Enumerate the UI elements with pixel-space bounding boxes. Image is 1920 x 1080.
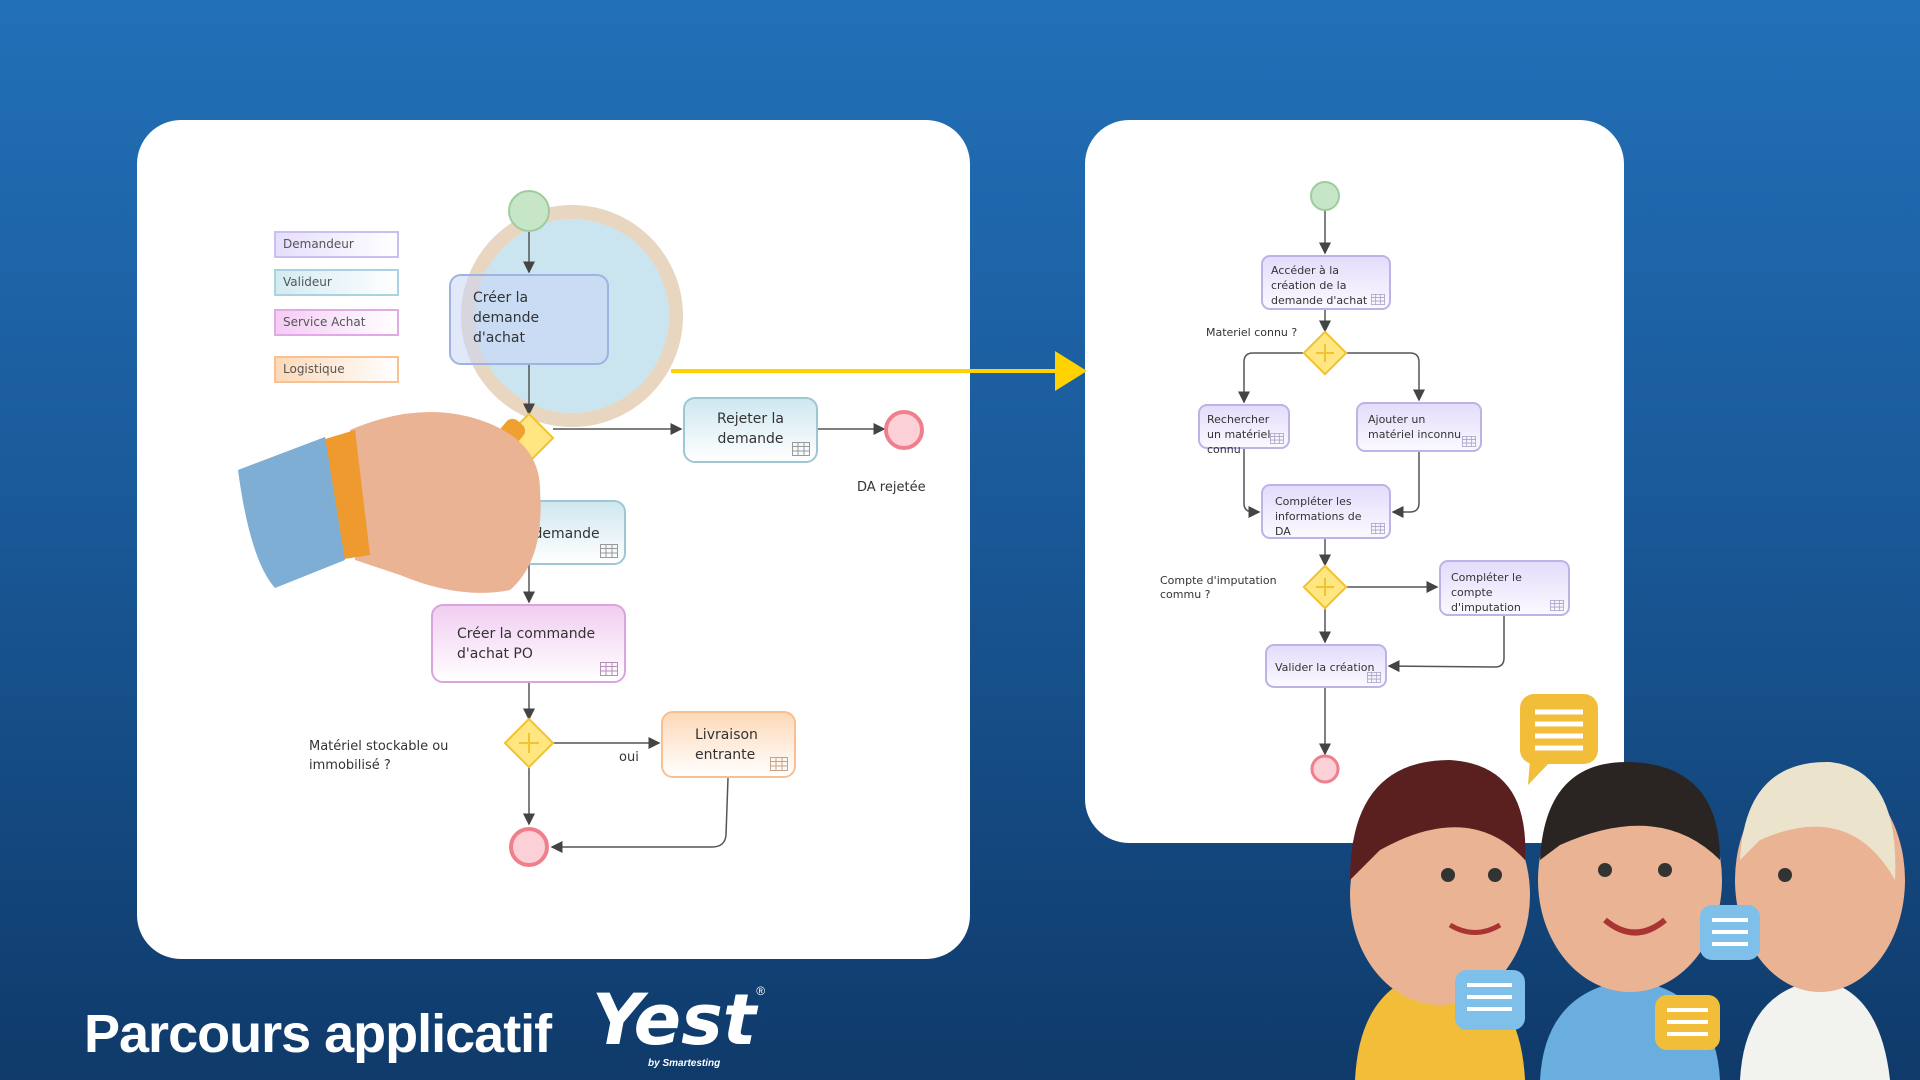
table-icon [792,442,810,456]
gateway-label: Matériel stockable ou immobilisé ? [309,739,449,773]
task-label: Valider la création [1275,661,1375,674]
task-validate-creation[interactable]: Valider la création [1265,644,1387,688]
task-create-po[interactable]: Créer la commande d'achat PO [431,604,626,683]
table-icon [1367,672,1381,683]
table-icon [600,544,618,558]
task-label: Créer la demande d'achat [473,290,540,346]
task-complete-account[interactable]: Compléter le compte d'imputation [1439,560,1570,616]
task-complete-info[interactable]: Compléter les informations de DA [1261,484,1391,539]
task-delivery[interactable]: Livraison entrante [661,711,796,778]
logo-subtitle: by Smartesting [648,1058,721,1069]
logo-text: Yest [592,979,757,1061]
speech-bubble-icon [1455,970,1525,1030]
yest-logo: Yest® by Smartesting [592,984,792,1080]
task-label: Rejeter la demande [717,411,784,447]
character-right [1735,761,1905,1080]
task-label: Livraison entrante [695,727,758,763]
speech-bubble-icon [1700,905,1760,960]
task-label: Compléter les informations de DA [1275,495,1362,538]
speech-bubble-icon [1655,995,1720,1050]
hand [350,412,541,593]
speech-bubble-icon [1520,694,1598,785]
table-icon [1462,436,1476,447]
end-event [1310,754,1340,784]
legend-logistique: Logistique [274,356,399,383]
character-left [1350,760,1530,1080]
gateway2-label: Compte d'imputation commu ? [1160,574,1277,601]
task-label: Ajouter un matériel inconnu [1368,413,1462,441]
registered-mark: ® [756,984,766,998]
gateway-icon [503,717,555,769]
gateway1-label: Materiel connu ? [1206,326,1298,339]
page-title: Parcours applicatif [84,1004,552,1064]
task-label: Créer la commande d'achat PO [457,626,596,662]
sleeve [238,437,345,588]
end-rejected-label: DA rejetée [857,480,926,495]
table-icon [1550,600,1564,611]
table-icon [1371,523,1385,534]
yes-label: oui [619,750,639,765]
table-icon [600,662,618,676]
end-event [509,827,549,867]
legend-valideur: Valideur [274,269,399,296]
task-label: Accéder à la création de la demande d'ac… [1271,264,1368,307]
legend-demandeur: Demandeur [274,231,399,258]
table-icon [1270,433,1284,444]
task-reject[interactable]: Rejeter la demande [683,397,818,463]
task-search-material[interactable]: Rechercher un matériel connu [1198,404,1290,456]
task-add-material[interactable]: Ajouter un matériel inconnu [1356,402,1482,452]
legend-service-achat: Service Achat [274,309,399,336]
task-label: Compléter le compte d'imputation [1451,571,1522,614]
table-icon [770,757,788,771]
task-access-creation[interactable]: Accéder à la création de la demande d'ac… [1261,255,1391,310]
task-create-request[interactable]: Créer la demande d'achat [449,274,609,365]
start-event [508,190,550,232]
gateway-icon [1302,330,1348,376]
start-event [1310,181,1340,211]
gateway-icon [1302,564,1348,610]
table-icon [1371,294,1385,305]
end-event-rejected [884,410,924,450]
task-label: Rechercher un matériel connu [1207,413,1271,456]
